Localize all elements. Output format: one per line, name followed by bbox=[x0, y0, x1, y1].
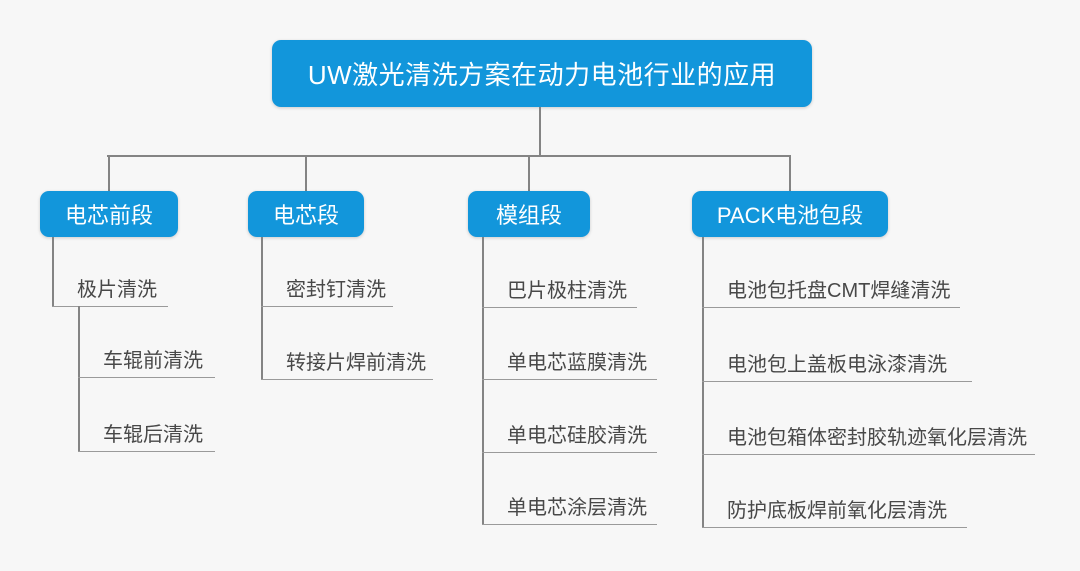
leaf-node: 单电芯蓝膜清洗 bbox=[482, 346, 657, 380]
branch-node-cell-front: 电芯前段 bbox=[40, 191, 178, 237]
leaf-node: 车辊后清洗 bbox=[78, 418, 215, 452]
leaf-label: 防护底板焊前氧化层清洗 bbox=[727, 500, 947, 522]
spine-branch-1-sub bbox=[78, 306, 80, 452]
connector-drop-branch-1 bbox=[108, 155, 110, 191]
leaf-node: 防护底板焊前氧化层清洗 bbox=[702, 494, 967, 528]
spine-branch-1 bbox=[52, 237, 54, 307]
leaf-label: 车辊后清洗 bbox=[103, 424, 203, 446]
leaf-label: 密封钉清洗 bbox=[286, 279, 386, 301]
leaf-label: 极片清洗 bbox=[77, 279, 157, 301]
connector-root-drop bbox=[539, 107, 541, 157]
leaf-node: 电池包箱体密封胶轨迹氧化层清洗 bbox=[702, 421, 1035, 455]
leaf-label: 单电芯硅胶清洗 bbox=[507, 425, 647, 447]
leaf-node: 转接片焊前清洗 bbox=[261, 346, 433, 380]
connector-drop-branch-4 bbox=[789, 155, 791, 191]
leaf-label: 车辊前清洗 bbox=[103, 350, 203, 372]
leaf-node: 巴片极柱清洗 bbox=[482, 274, 637, 308]
branch-node-pack: PACK电池包段 bbox=[692, 191, 888, 237]
leaf-label: 电池包上盖板电泳漆清洗 bbox=[727, 354, 947, 376]
leaf-node: 密封钉清洗 bbox=[261, 273, 393, 307]
leaf-node: 电池包托盘CMT焊缝清洗 bbox=[702, 274, 960, 308]
connector-drop-branch-3 bbox=[528, 155, 530, 191]
root-node: UW激光清洗方案在动力电池行业的应用 bbox=[272, 40, 812, 107]
branch-node-module: 模组段 bbox=[468, 191, 590, 237]
leaf-label: 单电芯涂层清洗 bbox=[507, 497, 647, 519]
leaf-label: 单电芯蓝膜清洗 bbox=[507, 352, 647, 374]
leaf-label: 巴片极柱清洗 bbox=[507, 280, 627, 302]
leaf-label: 转接片焊前清洗 bbox=[286, 352, 426, 374]
spine-branch-2 bbox=[261, 237, 263, 380]
leaf-label: 电池包托盘CMT焊缝清洗 bbox=[727, 280, 951, 302]
leaf-node: 车辊前清洗 bbox=[78, 344, 215, 378]
leaf-node: 电池包上盖板电泳漆清洗 bbox=[702, 348, 972, 382]
branch-node-cell: 电芯段 bbox=[248, 191, 364, 237]
connector-drop-branch-2 bbox=[305, 155, 307, 191]
leaf-label: 电池包箱体密封胶轨迹氧化层清洗 bbox=[727, 427, 1027, 449]
leaf-node: 单电芯涂层清洗 bbox=[482, 491, 657, 525]
leaf-node: 极片清洗 bbox=[52, 273, 168, 307]
leaf-node: 单电芯硅胶清洗 bbox=[482, 419, 657, 453]
spine-branch-3 bbox=[482, 237, 484, 525]
spine-branch-4 bbox=[702, 237, 704, 528]
connector-branch-rail bbox=[107, 155, 791, 157]
